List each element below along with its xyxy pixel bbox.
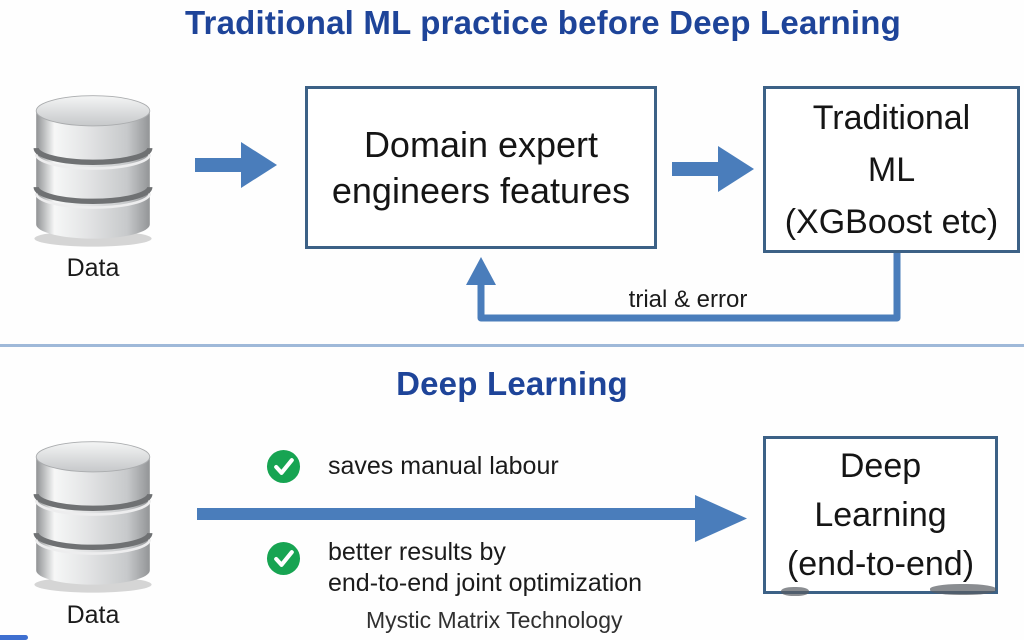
top-section-title: Traditional ML practice before Deep Lear… (184, 4, 901, 41)
deep-learning-box: Deep Learning (end-to-end) (763, 436, 998, 594)
deep-learning-box-line: Deep (839, 446, 922, 485)
feedback-label: trial & error (628, 286, 748, 313)
arrow-right-icon (197, 495, 747, 542)
feedback-arrow-icon (466, 253, 901, 322)
watermark-artifact (930, 584, 996, 595)
arrow-right-icon (672, 146, 754, 192)
deep-learning-box-line: (end-to-end) (786, 544, 975, 583)
database-icon (33, 95, 153, 247)
watermark-artifact (781, 587, 809, 596)
data-label: Data (66, 601, 120, 629)
video-progress-stub (0, 635, 28, 640)
database-icon (33, 441, 153, 593)
bottom-section-title: Deep Learning (396, 365, 628, 402)
traditional-ml-box-line: (XGBoost etc) (784, 202, 999, 241)
benefit-label-line: better results by (328, 538, 506, 566)
benefit-label: better results by end-to-end joint optim… (328, 537, 642, 599)
check-icon (266, 541, 301, 576)
traditional-ml-box-line: Traditional (812, 98, 971, 137)
section-divider (0, 344, 1024, 347)
arrow-right-icon (195, 142, 277, 188)
data-label: Data (66, 254, 120, 282)
benefit-label: saves manual labour (328, 452, 559, 480)
expert-box-line: Domain expert (363, 123, 599, 165)
traditional-ml-box: Traditional ML (XGBoost etc) (763, 86, 1020, 253)
check-icon (266, 449, 301, 484)
expert-box: Domain expert engineers features (305, 86, 657, 249)
expert-box-line: engineers features (331, 169, 631, 211)
traditional-ml-box-line: ML (867, 150, 916, 189)
watermark-text: Mystic Matrix Technology (366, 607, 623, 633)
deep-learning-box-line: Learning (814, 495, 947, 534)
benefit-label-line: end-to-end joint optimization (328, 569, 643, 597)
